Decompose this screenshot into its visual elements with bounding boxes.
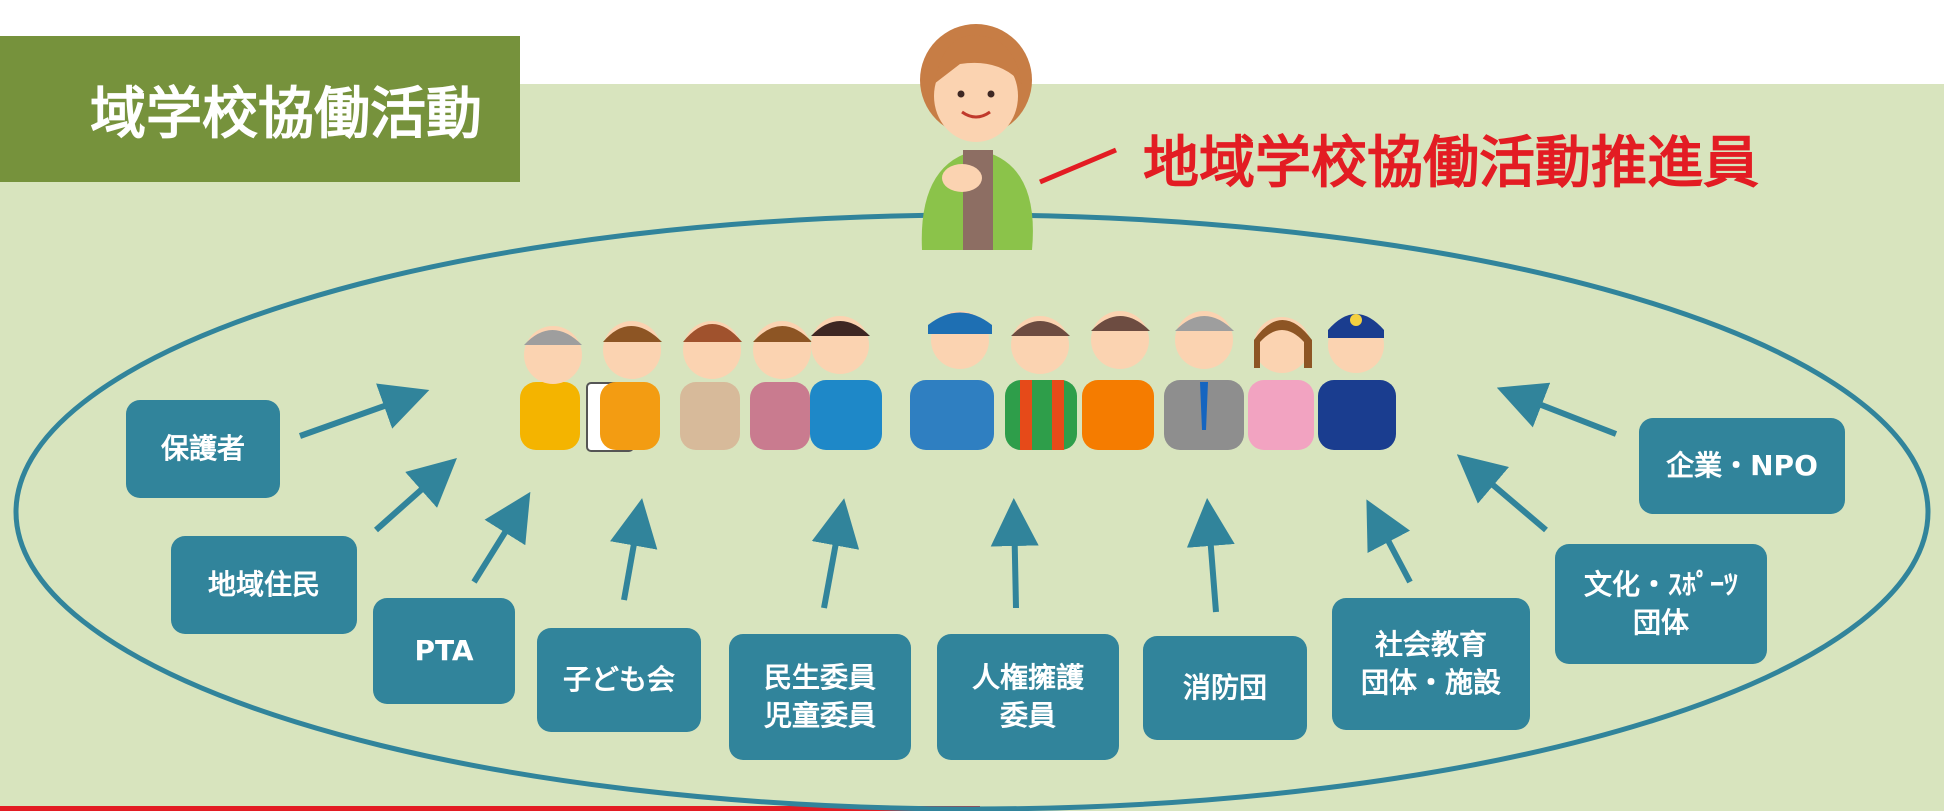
community-people-group-icon — [520, 311, 1396, 452]
participant-box-welfare: 民生委員 児童委員 — [729, 634, 911, 760]
coordinator-pointer-line — [1039, 147, 1117, 185]
coordinator-person-icon — [920, 24, 1033, 250]
participant-label-line1: 社会教育 — [1374, 628, 1487, 662]
participant-box-fire-brigade: 消防団 — [1143, 636, 1307, 740]
participant-box-culture-sports: 文化・ｽﾎﾟｰﾂ 団体 — [1555, 544, 1767, 664]
arrow-pta — [471, 491, 531, 584]
arrow-guardians — [298, 383, 430, 439]
bottom-accent-line — [0, 806, 980, 811]
participant-label: PTA — [414, 634, 474, 668]
arrow-social-education — [1366, 499, 1413, 584]
participant-box-social-education: 社会教育 団体・施設 — [1332, 598, 1530, 730]
arrow-childrens-assoc — [610, 498, 658, 601]
participant-box-pta: PTA — [373, 598, 515, 704]
arrow-business-npo — [1496, 382, 1618, 437]
participant-box-business-npo: 企業・NPO — [1639, 418, 1845, 514]
participant-label-line2: 団体 — [1632, 606, 1689, 639]
participant-label: 保護者 — [160, 432, 245, 466]
participant-box-human-rights: 人権擁護 委員 — [937, 634, 1119, 760]
participant-label: 子ども会 — [562, 663, 675, 697]
participant-label-line1: 文化・ｽﾎﾟｰﾂ — [1583, 568, 1738, 602]
participant-label: 企業・NPO — [1666, 449, 1818, 483]
participant-label: 消防団 — [1182, 671, 1267, 705]
participant-label-line2: 委員 — [999, 699, 1056, 732]
participant-label-line1: 人権擁護 — [971, 661, 1084, 695]
participant-box-childrens-assoc: 子ども会 — [537, 628, 701, 732]
arrow-culture-sports — [1456, 454, 1548, 533]
participant-label-line2: 団体・施設 — [1360, 666, 1501, 699]
participant-box-guardians: 保護者 — [126, 400, 280, 498]
participant-label-line1: 民生委員 — [763, 661, 876, 695]
participant-label: 地域住民 — [207, 568, 320, 602]
participant-label-line2: 児童委員 — [763, 699, 876, 732]
arrow-fire-brigade — [1186, 498, 1235, 613]
arrow-residents — [374, 458, 457, 533]
arrow-human-rights — [990, 498, 1039, 609]
coordinator-label: 地域学校協働活動推進員 — [1143, 131, 1759, 196]
participant-box-residents: 地域住民 — [171, 536, 357, 634]
page-title: 域学校協働活動 — [0, 36, 520, 182]
participation-arrows — [298, 382, 1618, 613]
arrow-welfare — [811, 498, 860, 609]
